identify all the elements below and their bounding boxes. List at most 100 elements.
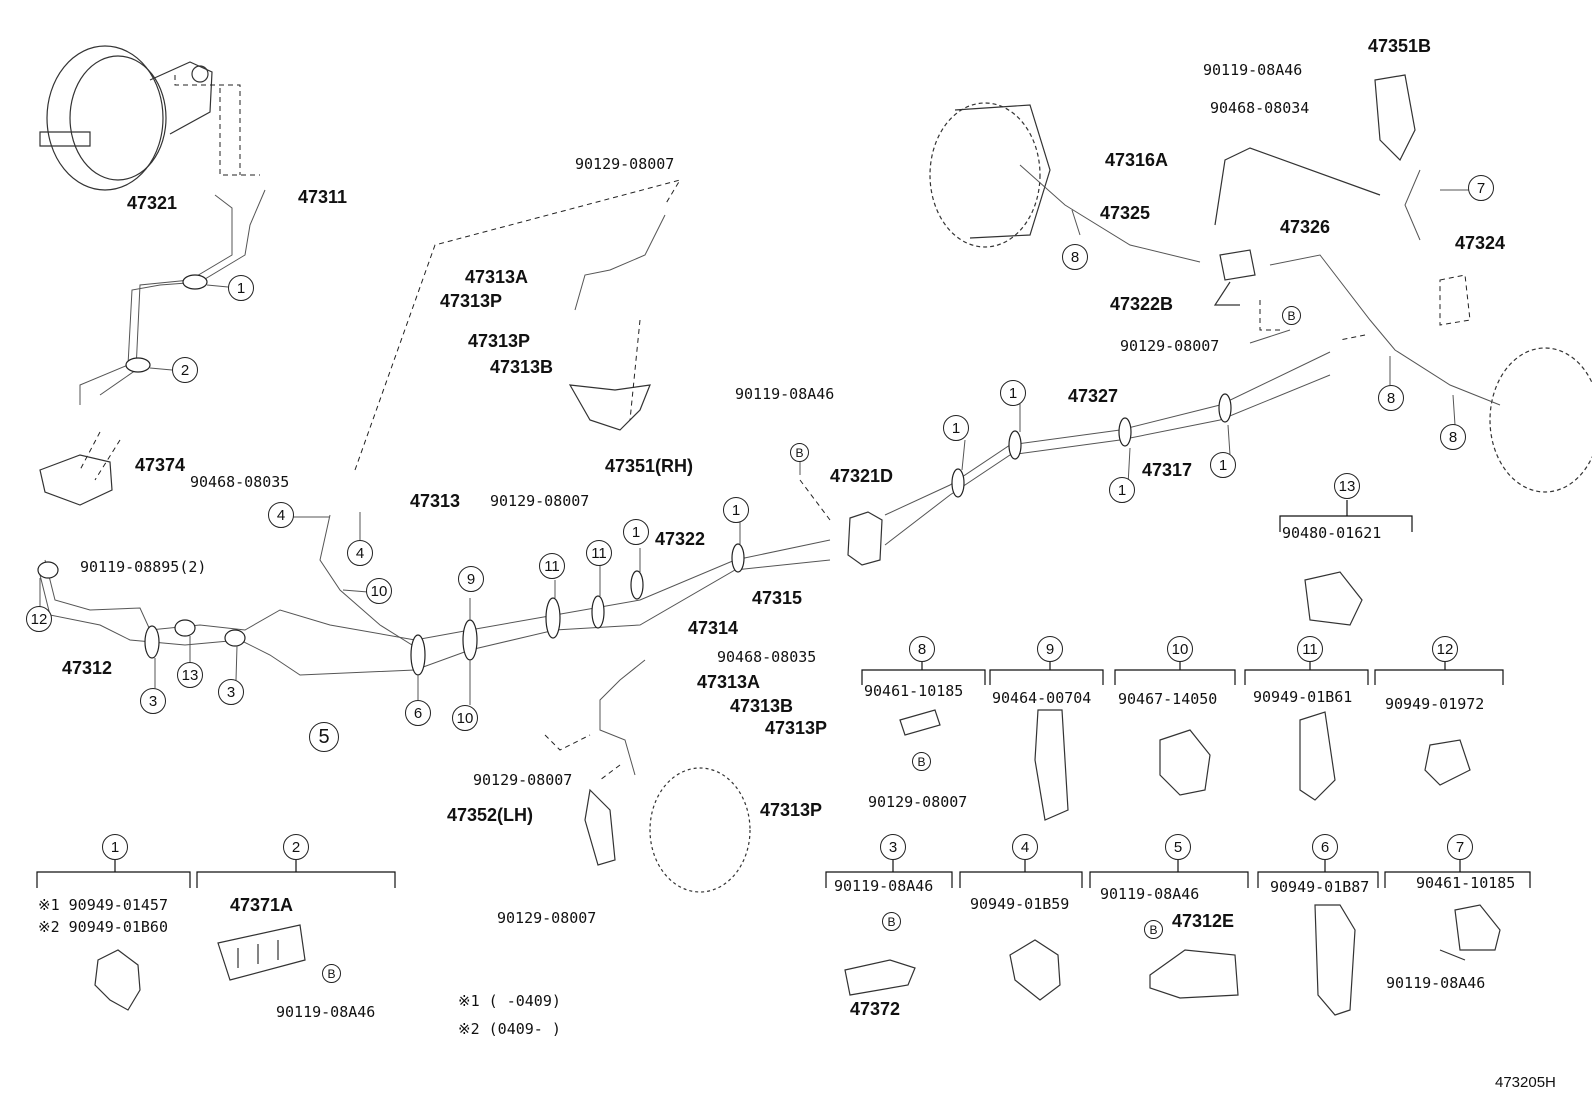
- legend-part: 90119-08A46: [276, 1003, 376, 1021]
- legend-part: 90480-01621: [1282, 524, 1382, 542]
- legend-part: 47312E: [1172, 911, 1235, 931]
- junction-47321D: [847, 511, 883, 566]
- callout-circle: 1: [1109, 477, 1135, 503]
- legend-b-ref: B: [912, 752, 931, 771]
- part-label: 47313P: [760, 800, 823, 820]
- legend-part: 90464-00704: [992, 689, 1092, 707]
- legend-part: 90461-10185: [1416, 874, 1516, 892]
- callout-circle: 7: [1468, 175, 1494, 201]
- part-label: 47313B: [730, 696, 794, 716]
- legend-part: 90949-01B59: [970, 895, 1070, 913]
- callout-circle: 8: [1062, 244, 1088, 270]
- legend-number: 11: [1297, 636, 1323, 662]
- legend-part: 90129-08007: [868, 793, 968, 811]
- legend-part: 90467-14050: [1118, 690, 1218, 708]
- tube-main-lower: [39, 559, 831, 676]
- tube-47311: [79, 189, 266, 405]
- part-label: 47324: [1455, 233, 1506, 253]
- callout-circle: 6: [405, 700, 431, 726]
- callout-circle: 13: [177, 662, 203, 688]
- part-label: 47322B: [1110, 294, 1174, 314]
- legend-b-ref: B: [322, 964, 341, 983]
- footnote-2: ※2 (0409- ): [458, 1020, 561, 1038]
- part-label: 47327: [1068, 386, 1119, 406]
- part-label: 47313P: [440, 291, 503, 311]
- leader-lines: [39, 189, 1470, 705]
- callout-circle: 8: [1440, 424, 1466, 450]
- part-label: 47313A: [465, 267, 529, 287]
- part-label: 90129-08007: [490, 492, 590, 510]
- tube-47321: [99, 194, 233, 396]
- callout-circle: 4: [347, 540, 373, 566]
- callout-circle: 1: [1210, 452, 1236, 478]
- callout-circle: 4: [268, 502, 294, 528]
- tube-47325: [1019, 164, 1201, 263]
- legend-number: 6: [1312, 834, 1338, 860]
- part-label: 47321D: [830, 466, 894, 486]
- callout-circle: 1: [623, 519, 649, 545]
- callout-circle: 3: [140, 688, 166, 714]
- legend-number: 9: [1037, 636, 1063, 662]
- diagram-id: 473205H: [1495, 1074, 1556, 1091]
- legend-part: 47372: [850, 999, 901, 1019]
- callout-circle: 1: [943, 415, 969, 441]
- legend-part: 47371A: [230, 895, 294, 915]
- tube-clamps: [37, 274, 1232, 676]
- legend-brackets: [36, 500, 1531, 888]
- part-label: 47321: [127, 193, 178, 213]
- part-label: 47322: [655, 529, 706, 549]
- legend-number: 3: [880, 834, 906, 860]
- tube-main-upper: [44, 539, 831, 641]
- part-label: 47312: [62, 658, 113, 678]
- part-label: 47352(LH): [447, 805, 534, 825]
- legend-number: 8: [909, 636, 935, 662]
- callout-circle: 10: [452, 705, 478, 731]
- bracket-47374: [39, 454, 113, 506]
- union-47322B: [1213, 249, 1256, 306]
- part-label: 47315: [752, 588, 803, 608]
- legend-number: 5: [1165, 834, 1191, 860]
- part-label: 47313P: [765, 718, 828, 738]
- legend-number: 1: [102, 834, 128, 860]
- part-label: 47313P: [468, 331, 531, 351]
- legend-number: 13: [1334, 473, 1360, 499]
- part-label: 47313A: [697, 672, 761, 692]
- legend-b-ref: B: [1144, 920, 1163, 939]
- part-label: 47351B: [1368, 36, 1432, 56]
- callout-circle: 1: [228, 275, 254, 301]
- part-label: 47351(RH): [605, 456, 694, 476]
- legend-number: 12: [1432, 636, 1458, 662]
- part-label: 90129-08007: [473, 771, 573, 789]
- callout-circle: B: [790, 443, 809, 462]
- callout-circle: 12: [26, 606, 52, 632]
- callout-circle: 9: [458, 566, 484, 592]
- legend-part: ※2 90949-01B60: [38, 918, 168, 936]
- callout-circle: 11: [539, 553, 565, 579]
- legend-b-ref: B: [882, 912, 901, 931]
- legend-part: 90119-08A46: [834, 877, 934, 895]
- legend-part: 90949-01972: [1385, 695, 1485, 713]
- callout-circle: 8: [1378, 385, 1404, 411]
- bracket-47352-lh: [584, 788, 616, 866]
- legend-part: ※1 90949-01457: [38, 896, 168, 914]
- part-label: 47317: [1142, 460, 1193, 480]
- brake-booster-drawing: [39, 45, 213, 191]
- callout-circle: 5: [309, 722, 339, 752]
- bracket-47351B: [1374, 74, 1416, 162]
- callout-circle: 1: [723, 497, 749, 523]
- part-label: 47326: [1280, 217, 1331, 237]
- tube-47317: [884, 374, 1331, 546]
- part-label: 90129-08007: [575, 155, 675, 173]
- part-label: 90468-08035: [717, 648, 817, 666]
- callout-circle: 10: [366, 578, 392, 604]
- part-label: 47311: [298, 187, 348, 207]
- part-label: 90129-08007: [497, 909, 597, 927]
- part-label: 90119-08A46: [1203, 61, 1303, 79]
- legend-number: 10: [1167, 636, 1193, 662]
- footnote-1: ※1 ( -0409): [458, 992, 561, 1010]
- bracket-47351-rh: [568, 384, 651, 431]
- part-label: 47313B: [490, 357, 554, 377]
- callout-circle: 11: [586, 540, 612, 566]
